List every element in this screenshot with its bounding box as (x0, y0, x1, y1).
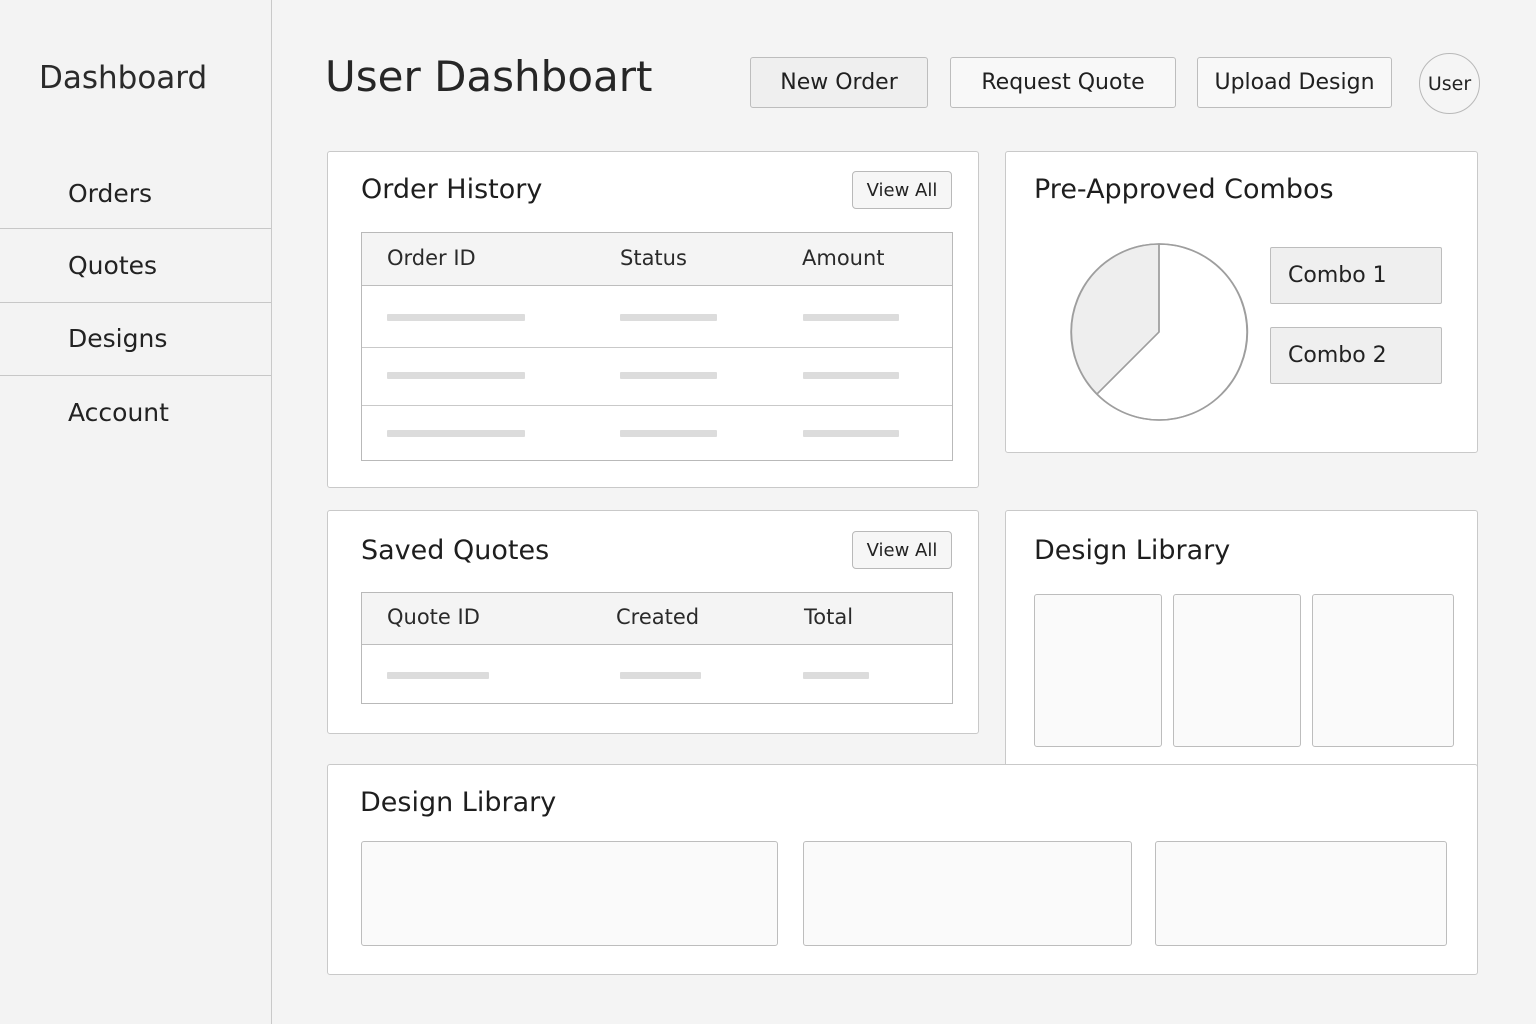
upload-design-button[interactable]: Upload Design (1197, 57, 1392, 108)
page-title: User Dashboart (325, 52, 653, 101)
sidebar-item-label: Account (68, 398, 169, 427)
column-header-created: Created (616, 605, 700, 629)
sidebar-item-account[interactable]: Account (0, 376, 271, 449)
table-row[interactable] (362, 347, 952, 405)
status-placeholder (620, 430, 717, 437)
column-header-order-id: Order ID (387, 246, 476, 270)
amount-placeholder (803, 430, 899, 437)
sidebar-item-quotes[interactable]: Quotes (0, 229, 271, 302)
order-id-placeholder (387, 314, 525, 321)
table-header: Order ID Status Amount (362, 233, 952, 286)
design-thumbnail[interactable] (1312, 594, 1454, 747)
combo-1-button[interactable]: Combo 1 (1270, 247, 1442, 304)
column-header-total: Total (804, 605, 854, 629)
created-placeholder (620, 672, 701, 679)
design-thumbnail[interactable] (361, 841, 778, 946)
row-divider (362, 405, 952, 406)
pie-slice-filled (1070, 243, 1160, 395)
order-history-title: Order History (361, 174, 543, 205)
saved-quotes-title: Saved Quotes (361, 535, 550, 566)
amount-placeholder (803, 314, 899, 321)
table-row[interactable] (362, 405, 952, 459)
design-thumbnail[interactable] (1155, 841, 1447, 946)
order-history-table: Order ID Status Amount (361, 232, 953, 461)
row-divider (362, 347, 952, 348)
status-placeholder (620, 372, 717, 379)
order-history-view-all-button[interactable]: View All (852, 171, 952, 209)
order-id-placeholder (387, 430, 525, 437)
total-placeholder (803, 672, 869, 679)
combo-label: Combo 1 (1288, 263, 1387, 288)
avatar-label: User (1427, 72, 1472, 95)
sidebar (0, 0, 272, 1024)
design-thumbnail[interactable] (1034, 594, 1162, 747)
pre-approved-combos-title: Pre-Approved Combos (1034, 174, 1334, 205)
quote-id-placeholder (387, 672, 489, 679)
sidebar-divider (0, 302, 271, 303)
sidebar-divider (0, 375, 271, 376)
sidebar-item-label: Quotes (68, 251, 158, 280)
design-library-bottom-title: Design Library (360, 787, 557, 818)
avatar[interactable]: User (1419, 53, 1480, 114)
saved-quotes-table: Quote ID Created Total (361, 592, 953, 704)
sidebar-item-label: Designs (68, 324, 168, 353)
amount-placeholder (803, 372, 899, 379)
order-id-placeholder (387, 372, 525, 379)
column-header-quote-id: Quote ID (387, 605, 480, 629)
table-row[interactable] (362, 645, 952, 702)
request-quote-button[interactable]: Request Quote (950, 57, 1176, 108)
new-order-button[interactable]: New Order (750, 57, 928, 108)
sidebar-divider (0, 228, 271, 229)
design-library-side-title: Design Library (1034, 535, 1231, 566)
pie-slice-empty (1096, 243, 1249, 421)
combo-label: Combo 2 (1288, 343, 1387, 368)
sidebar-item-label: Orders (68, 179, 153, 208)
column-header-status: Status (620, 246, 687, 270)
sidebar-title: Dashboard (39, 60, 208, 96)
design-thumbnail[interactable] (803, 841, 1132, 946)
combo-2-button[interactable]: Combo 2 (1270, 327, 1442, 384)
saved-quotes-view-all-button[interactable]: View All (852, 531, 952, 569)
sidebar-item-designs[interactable]: Designs (0, 302, 271, 375)
status-placeholder (620, 314, 717, 321)
combos-pie-chart (1070, 243, 1249, 421)
table-row[interactable] (362, 286, 952, 347)
column-header-amount: Amount (802, 246, 885, 270)
sidebar-item-orders[interactable]: Orders (0, 157, 271, 230)
table-header: Quote ID Created Total (362, 593, 952, 645)
design-thumbnail[interactable] (1173, 594, 1301, 747)
